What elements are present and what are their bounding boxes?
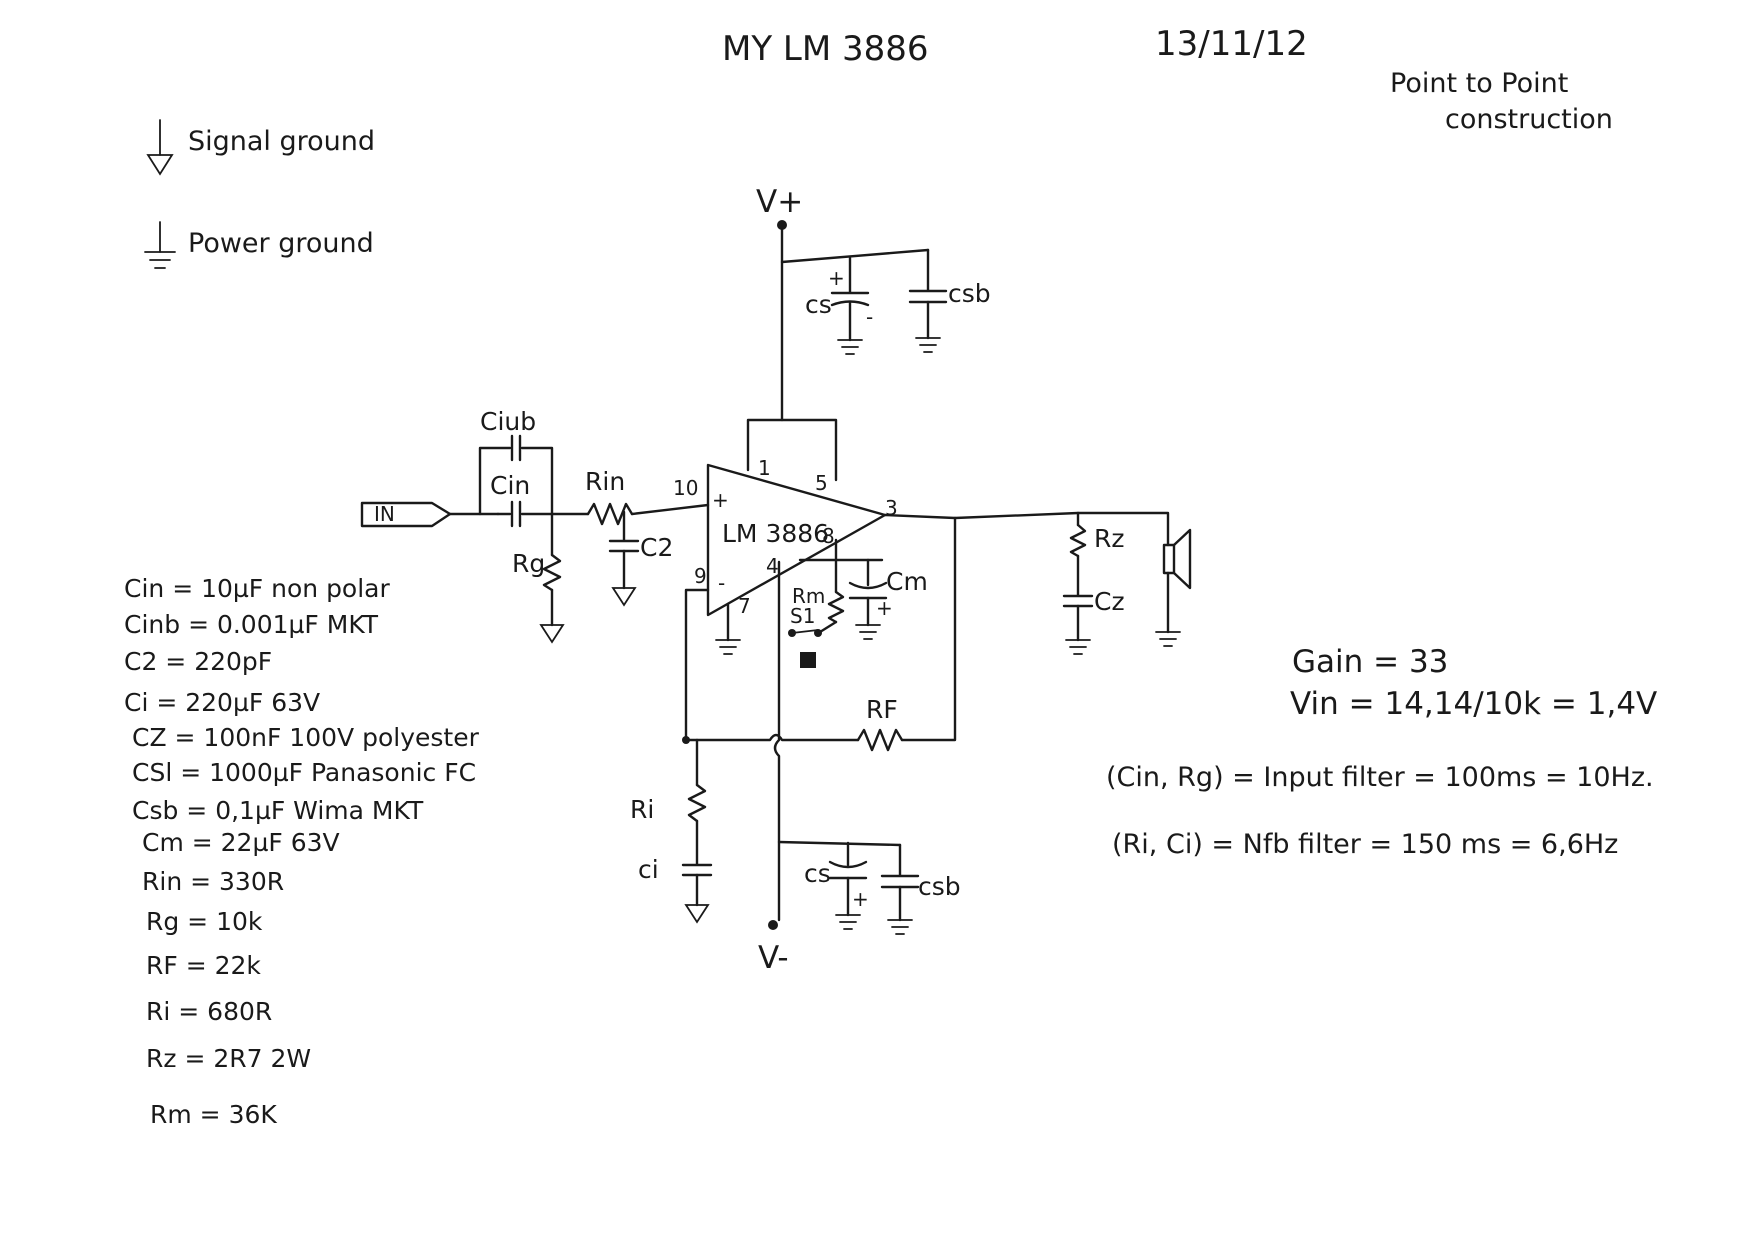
pin-4: 4 bbox=[766, 554, 779, 578]
cm-label: Cm bbox=[886, 567, 928, 596]
power-ground-legend: Power ground bbox=[144, 221, 374, 269]
rm-resistor bbox=[818, 558, 845, 634]
bom-item: Rm = 36K bbox=[150, 1100, 277, 1129]
bom-item: Cin = 10µF non polar bbox=[124, 574, 390, 603]
ci-label: ci bbox=[638, 855, 659, 884]
svg-text:+: + bbox=[876, 596, 893, 620]
csb-top-capacitor bbox=[908, 248, 948, 353]
bom-item: Rin = 330R bbox=[142, 867, 284, 896]
bom-item: RF = 22k bbox=[146, 951, 261, 980]
csb-bottom-capacitor bbox=[880, 843, 920, 935]
ri-label: Ri bbox=[630, 795, 654, 824]
page-title: MY LM 3886 bbox=[722, 29, 929, 69]
signal-ground-icon bbox=[146, 119, 174, 176]
bom-item: C2 = 220pF bbox=[124, 647, 272, 676]
calculations: Gain = 33 Vin = 14,14/10k = 1,4V (Cin, R… bbox=[1106, 644, 1657, 860]
bom-item: Cinb = 0.001µF MKT bbox=[124, 610, 379, 639]
c2-label: C2 bbox=[640, 533, 673, 562]
rg-resistor bbox=[539, 512, 565, 644]
rz-label: Rz bbox=[1094, 524, 1125, 553]
pin-10: 10 bbox=[673, 476, 698, 500]
cz-capacitor bbox=[1062, 594, 1094, 655]
c2-capacitor bbox=[608, 510, 640, 607]
bom-item: Cm = 22µF 63V bbox=[142, 828, 340, 857]
s1-label: S1 bbox=[790, 604, 815, 628]
rf-resistor bbox=[856, 728, 904, 752]
gain-note: Gain = 33 bbox=[1292, 644, 1448, 680]
cm-capacitor: + bbox=[848, 558, 893, 640]
chip-label: LM 3886 bbox=[722, 519, 829, 548]
rg-label: Rg bbox=[512, 549, 545, 578]
nfb-filter-note: (Ri, Ci) = Nfb filter = 150 ms = 6,6Hz bbox=[1112, 829, 1618, 860]
pin-plus: + bbox=[712, 488, 729, 512]
csb-bottom-label: csb bbox=[918, 872, 961, 901]
vplus-rail: V+ + - cs csb bbox=[756, 184, 991, 422]
svg-text:+: + bbox=[828, 266, 845, 290]
bom-item: CSl = 1000µF Panasonic FC bbox=[132, 758, 476, 787]
pin-5: 5 bbox=[815, 471, 828, 495]
date: 13/11/12 bbox=[1155, 24, 1308, 64]
cs-bottom-label: cs bbox=[804, 859, 831, 888]
power-ground-icon bbox=[144, 221, 176, 269]
cs-top-capacitor: + - bbox=[828, 256, 873, 355]
note-line-2: construction bbox=[1445, 104, 1613, 135]
rm-label: Rm bbox=[792, 584, 825, 608]
pin-9: 9 bbox=[694, 564, 707, 588]
power-ground-label: Power ground bbox=[188, 228, 374, 259]
pin-7: 7 bbox=[738, 594, 751, 618]
signal-ground-legend: Signal ground bbox=[146, 119, 375, 176]
signal-ground-label: Signal ground bbox=[188, 126, 375, 157]
ri-resistor bbox=[687, 738, 707, 866]
pin-minus: - bbox=[718, 571, 725, 595]
vminus-label: V- bbox=[758, 940, 789, 976]
bom-item: CZ = 100nF 100V polyester bbox=[132, 723, 480, 752]
bom-item: Ri = 680R bbox=[146, 997, 272, 1026]
bom-item: Rz = 2R7 2W bbox=[146, 1044, 311, 1073]
pin7-ground bbox=[715, 602, 741, 655]
cz-label: Cz bbox=[1094, 587, 1125, 616]
svg-text:+: + bbox=[852, 887, 869, 911]
input-connector[interactable]: IN bbox=[360, 501, 452, 528]
bom-item: Csb = 0,1µF Wima MKT bbox=[132, 796, 424, 825]
ci-capacitor bbox=[681, 863, 713, 924]
vplus-label: V+ bbox=[756, 184, 803, 220]
input-filter-note: (Cin, Rg) = Input filter = 100ms = 10Hz. bbox=[1106, 762, 1654, 793]
s1-switch[interactable] bbox=[788, 629, 822, 668]
ciub-label: Ciub bbox=[480, 407, 536, 436]
speaker-icon[interactable] bbox=[1155, 528, 1192, 647]
bom-list: Cin = 10µF non polar Cinb = 0.001µF MKT … bbox=[124, 574, 480, 1129]
rz-resistor bbox=[1069, 511, 1087, 597]
bom-item: Ci = 220µF 63V bbox=[124, 688, 320, 717]
cin-label: Cin bbox=[490, 471, 530, 500]
rf-label: RF bbox=[866, 695, 898, 724]
bom-item: Rg = 10k bbox=[146, 907, 263, 936]
svg-text:-: - bbox=[866, 305, 873, 329]
vin-note: Vin = 14,14/10k = 1,4V bbox=[1290, 686, 1657, 722]
lm3886-amplifier[interactable]: LM 3886 + - 1 5 10 3 8 4 9 7 bbox=[673, 456, 898, 618]
vminus-terminal bbox=[768, 920, 778, 930]
cs-bottom-capacitor: + bbox=[828, 841, 869, 930]
note-line-1: Point to Point bbox=[1390, 68, 1568, 99]
pin1-pin5-link bbox=[746, 418, 838, 482]
rin-label: Rin bbox=[585, 467, 625, 496]
rin-resistor bbox=[586, 502, 634, 526]
pin-1: 1 bbox=[758, 456, 771, 480]
pin-8: 8 bbox=[822, 524, 835, 548]
cs-top-label: cs bbox=[805, 290, 832, 319]
input-label: IN bbox=[374, 502, 395, 526]
csb-top-label: csb bbox=[948, 279, 991, 308]
